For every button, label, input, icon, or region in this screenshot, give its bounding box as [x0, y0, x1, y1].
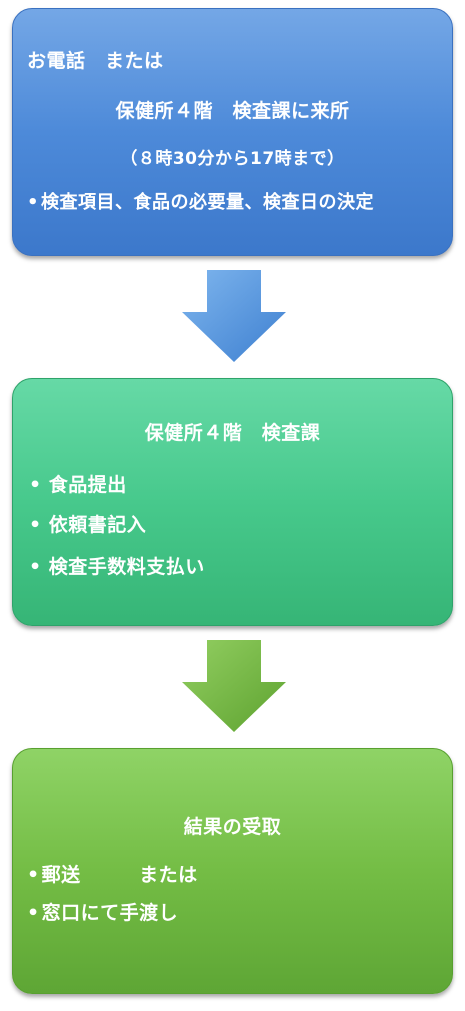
result-item-mail: 郵送 または: [27, 863, 198, 887]
submission-title: 保健所４階 検査課: [144, 422, 321, 444]
contact-visit-text: 保健所４階 検査課に来所: [115, 100, 350, 122]
step-box-submission: 保健所４階 検査課 • 食品提出 • 依頼書記入 • 検査手数料支払い: [12, 378, 453, 626]
down-arrow-icon: [182, 270, 286, 362]
contact-phone-text: お電話 または: [27, 50, 164, 72]
step-box-contact: お電話 または 保健所４階 検査課に来所 （８時30分から17時まで） 検査項目…: [12, 8, 453, 256]
result-item-counter: 窓口にて手渡し: [27, 901, 178, 925]
submission-item: • 検査手数料支払い: [29, 556, 205, 578]
submission-item: • 食品提出: [29, 474, 127, 496]
contact-hours-text: （８時30分から17時まで）: [120, 149, 345, 169]
step-box-result: 結果の受取 郵送 または 窓口にて手渡し: [12, 748, 453, 994]
result-title: 結果の受取: [183, 816, 282, 838]
contact-decision-item: 検査項目、食品の必要量、検査日の決定: [27, 191, 374, 215]
submission-item: • 依頼書記入: [29, 514, 147, 536]
down-arrow-icon: [182, 640, 286, 732]
